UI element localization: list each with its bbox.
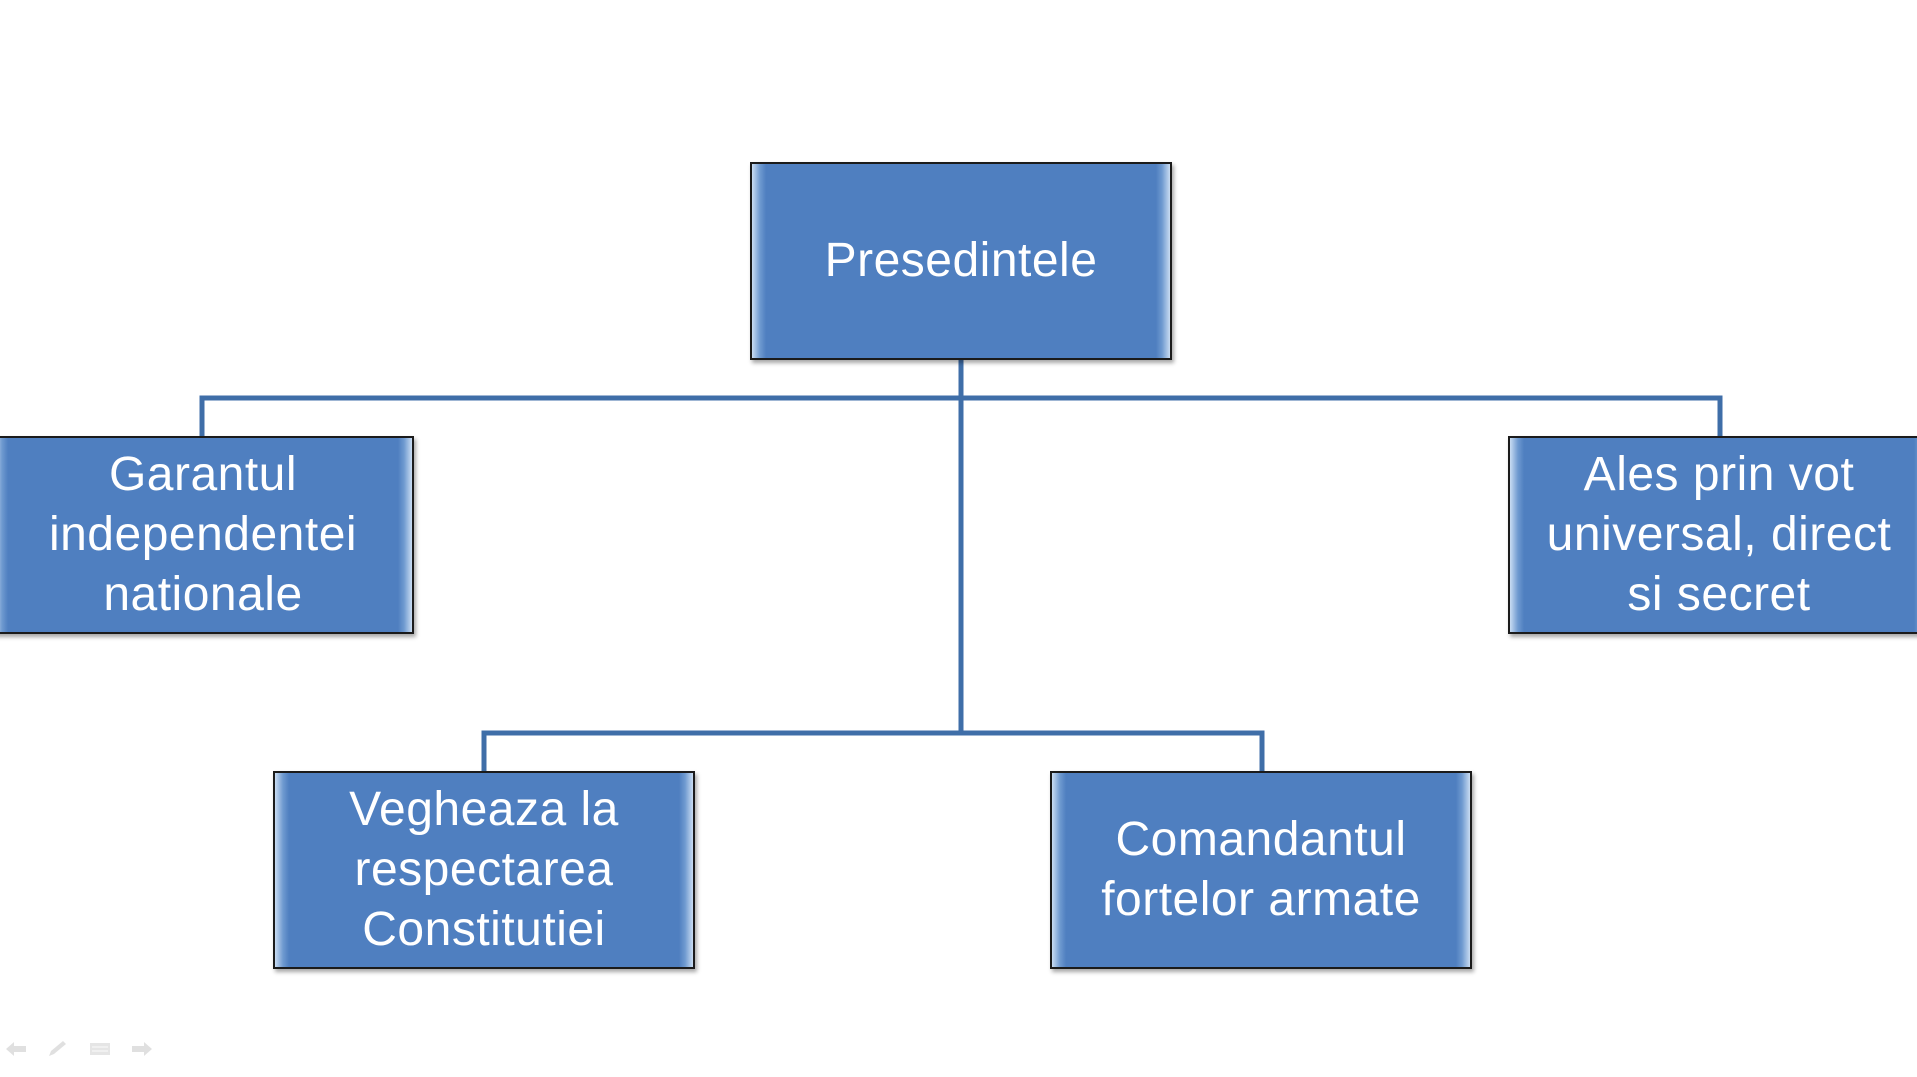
arrow-right-icon[interactable] (130, 1040, 154, 1058)
node-label: Garantul independentei nationale (48, 448, 358, 621)
arrow-left-icon[interactable] (4, 1040, 28, 1058)
node-label: Vegheaza la respectarea Constitutiei (349, 783, 619, 956)
node-label: Ales prin vot universal, direct si secre… (1546, 448, 1892, 621)
node-vegheaza-constitutiei: Vegheaza la respectarea Constitutiei (273, 771, 695, 969)
node-garantul-independentei: Garantul independentei nationale (0, 436, 414, 634)
menu-icon[interactable] (88, 1040, 112, 1058)
node-label: Presedintele (824, 234, 1098, 287)
node-presedintele: Presedintele (750, 162, 1172, 360)
node-ales-prin-vot: Ales prin vot universal, direct si secre… (1508, 436, 1917, 634)
node-comandantul-fortelor: Comandantul fortelor armate (1050, 771, 1472, 969)
pen-icon[interactable] (46, 1040, 70, 1058)
slide-controls (4, 1040, 154, 1058)
node-label: Comandantul fortelor armate (1101, 813, 1421, 926)
